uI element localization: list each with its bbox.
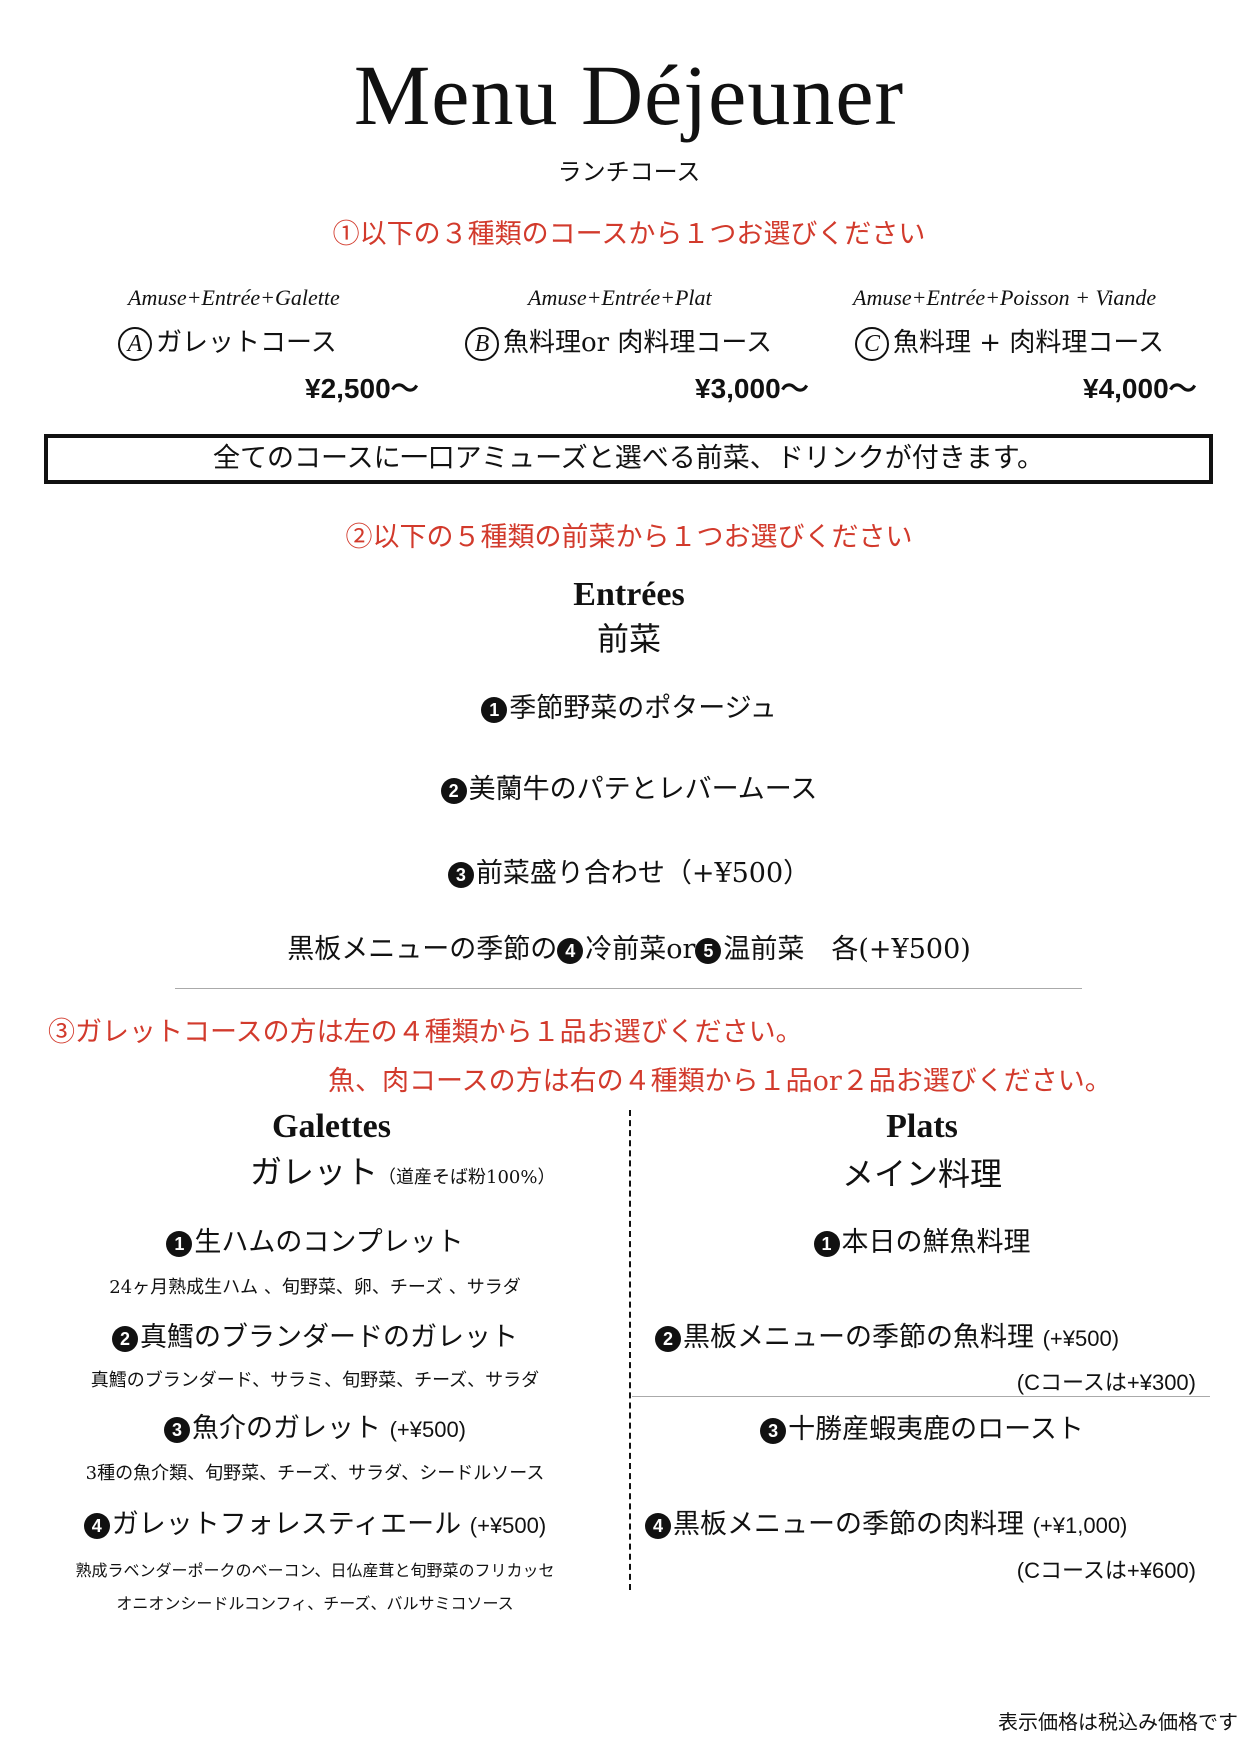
circled-letter-icon: C [855, 327, 889, 361]
divider [632, 1396, 1210, 1397]
galette-name: ガレットフォレスティエール [111, 1509, 462, 1540]
page-subtitle: ランチコース [557, 158, 701, 186]
plat-extra: (+¥1,000) [1032, 1513, 1128, 1538]
galette-desc: 熟成ラベンダーポークのベーコン、日仏産茸と旬野菜のフリカッセ [75, 1561, 555, 1580]
circled-letter-icon: B [465, 327, 499, 361]
plat-c-note: (Cコースは+¥600) [1016, 1558, 1196, 1583]
step3-instruction-plats: 魚、肉コースの方は右の４種類から１品or２品お選びください。 [328, 1066, 1112, 1097]
number-badge-icon: 2 [655, 1325, 681, 1352]
step3-instruction-galette: ③ガレットコースの方は左の４種類から１品お選びください。 [48, 1017, 803, 1048]
number-badge-icon: 1 [813, 1230, 840, 1257]
entrees-heading-ja: 前菜 [596, 620, 661, 658]
course-price: ¥4,000〜 [1083, 373, 1197, 404]
entree-text: 冷前菜or [585, 934, 696, 965]
galette-name: 真鱈のブランダードのガレット [140, 1322, 518, 1353]
course-price: ¥3,000〜 [695, 373, 809, 404]
number-badge-icon: 4 [557, 937, 584, 964]
number-badge-icon: 4 [83, 1512, 110, 1539]
galette-desc: 真鱈のブランダード、サラミ、旬野菜、チーズ、サラダ [90, 1370, 540, 1391]
galettes-heading-ja-text: ガレット [250, 1153, 379, 1191]
number-badge-icon: 3 [163, 1416, 190, 1443]
galette-desc: オニオンシードルコンフィ、チーズ、バルサミコソース [116, 1594, 514, 1613]
plat-extra: (+¥500) [1042, 1326, 1120, 1351]
plat-name: 十勝産蝦夷鹿のロースト [788, 1414, 1084, 1445]
footer-tax-note: 表示価格は税込み価格です [998, 1712, 1238, 1734]
number-badge-icon: 1 [166, 1230, 193, 1257]
entree-text: 温前菜 各(+¥500) [723, 934, 971, 965]
plats-heading: Plats [886, 1108, 958, 1145]
course-label: Amuse+Entrée+Poisson + Viande [853, 285, 1157, 310]
galette-name: 生ハムのコンプレット [194, 1227, 464, 1258]
plats-heading-ja: メイン料理 [841, 1155, 1002, 1193]
entrees-heading: Entrées [573, 576, 685, 613]
circled-letter-icon: A [118, 327, 152, 361]
divider [175, 988, 1082, 989]
column-divider [629, 1110, 631, 1590]
galette-desc: 24ヶ月熟成生ハム 、旬野菜、卵、チーズ 、サラダ [109, 1277, 521, 1298]
plat-name: 黒板メニューの季節の肉料理 [673, 1509, 1024, 1540]
number-badge-icon: 2 [440, 777, 467, 804]
plat-name: 黒板メニューの季節の魚料理 [683, 1322, 1034, 1353]
course-price: ¥2,500〜 [305, 373, 419, 404]
page-title: Menu Déjeuner [353, 47, 905, 143]
entree-text: 前菜盛り合わせ（+¥500） [475, 858, 811, 889]
galette-name: 魚介のガレット [191, 1413, 381, 1444]
number-badge-icon: 4 [645, 1512, 671, 1539]
entree-text: 美蘭牛のパテとレバームース [468, 774, 818, 805]
galette-extra: (+¥500) [469, 1513, 547, 1538]
plat-name: 本日の鮮魚料理 [841, 1227, 1031, 1258]
galettes-note: （道産そば粉100%） [378, 1167, 556, 1188]
step1-instruction: ①以下の３種類のコースから１つお選びください [332, 219, 926, 250]
galettes-heading-ja: ガレット（道産そば粉100%） [250, 1147, 555, 1193]
galette-extra: (+¥500) [389, 1417, 467, 1442]
number-badge-icon: 3 [760, 1417, 787, 1444]
course-label: Amuse+Entrée+Galette [128, 285, 340, 310]
number-badge-icon: 1 [481, 696, 508, 723]
number-badge-icon: 5 [695, 937, 722, 964]
number-badge-icon: 2 [112, 1325, 138, 1352]
course-name-text: ガレットコース [156, 328, 337, 358]
galette-desc: 3種の魚介類、旬野菜、チーズ、サラダ、シードルソース [85, 1463, 545, 1484]
entree-text: 季節野菜のポタージュ [509, 693, 777, 724]
course-name-text: 魚料理or 肉料理コース [503, 328, 773, 358]
galettes-heading: Galettes [272, 1108, 391, 1145]
plat-c-note: (Cコースは+¥300) [1016, 1370, 1196, 1395]
course-label: Amuse+Entrée+Plat [528, 285, 712, 310]
number-badge-icon: 3 [447, 861, 474, 888]
entree-text: 黒板メニューの季節の [287, 934, 558, 965]
step2-instruction: ②以下の５種類の前菜から１つお選びください [345, 522, 913, 553]
course-name-text: 魚料理 + 肉料理コース [893, 328, 1165, 358]
notice-box: 全てのコースに一口アミューズと選べる前菜、ドリンクが付きます。 [44, 434, 1213, 484]
